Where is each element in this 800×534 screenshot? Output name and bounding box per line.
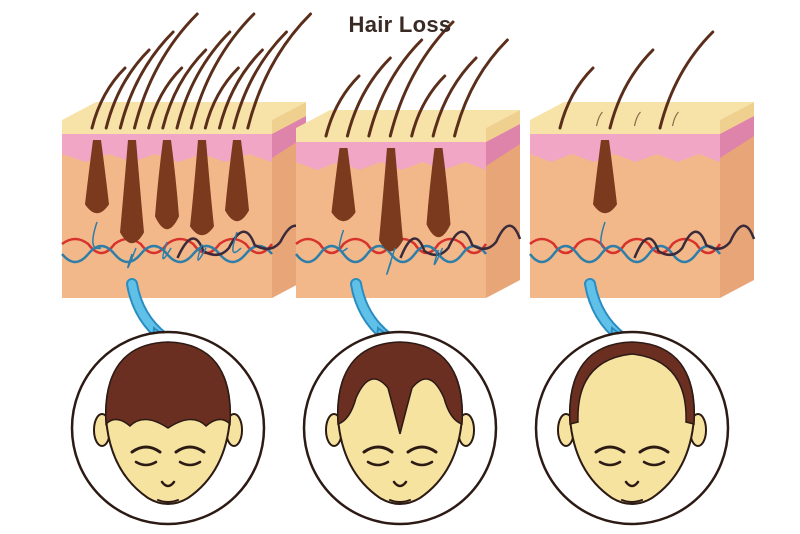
eye-right xyxy=(178,460,202,467)
follicle-vessel xyxy=(433,247,444,266)
chin-line xyxy=(157,499,179,503)
nerve-line xyxy=(399,224,522,259)
hair-strand xyxy=(161,48,208,130)
hair-follicle xyxy=(426,148,451,238)
hair-strand xyxy=(410,74,447,138)
eyebrow-left xyxy=(130,445,162,454)
diagram-title: Hair Loss xyxy=(348,12,452,37)
dermis-layer-side xyxy=(486,124,520,166)
hair-strand xyxy=(90,66,127,130)
stage-2-head-view xyxy=(302,330,498,526)
scalp-top-surface xyxy=(530,102,754,120)
artery-vessel xyxy=(529,237,722,255)
stage-3-head-view xyxy=(534,330,730,526)
stage-1-skin-block xyxy=(61,12,313,352)
eyebrow-right xyxy=(638,445,670,454)
nose xyxy=(624,480,640,488)
eye-right xyxy=(642,460,666,467)
hair-follicle xyxy=(593,140,617,214)
vein-vessel xyxy=(294,244,488,264)
follicle-vessel xyxy=(232,231,242,254)
hair-strand xyxy=(104,48,151,130)
hair-stub xyxy=(633,111,641,127)
dermis-layer-side xyxy=(720,116,754,158)
head-hair xyxy=(105,341,231,429)
hair-strand xyxy=(431,56,478,138)
stage-2-skin-block xyxy=(294,20,522,352)
dermis-layer-front xyxy=(530,134,720,162)
eye-left xyxy=(366,460,390,467)
stage-1-head-view xyxy=(70,330,266,526)
hair-strand xyxy=(453,38,509,138)
hair-strand xyxy=(203,66,240,130)
nerve-line xyxy=(633,224,756,259)
epidermis-side xyxy=(486,110,520,142)
follicle-vessel xyxy=(386,247,396,275)
hair-follicle xyxy=(331,148,356,222)
hair-follicle xyxy=(85,140,109,214)
hair-strand xyxy=(345,56,392,138)
skin-side-face xyxy=(486,124,520,298)
chin-line xyxy=(621,499,643,503)
skin-front-face xyxy=(530,134,720,298)
hair-strand xyxy=(118,30,175,130)
eyebrow-right xyxy=(174,445,206,454)
skin-side-face xyxy=(720,116,754,298)
epidermis-front xyxy=(530,120,720,134)
hair-strand xyxy=(658,30,715,130)
eye-left xyxy=(598,460,622,467)
hair-strand xyxy=(367,38,424,138)
nose xyxy=(160,480,176,488)
eye-right xyxy=(410,460,434,467)
hair-stub xyxy=(671,111,679,127)
hair-follicle xyxy=(155,140,179,230)
hair-strand xyxy=(324,74,361,138)
follicle-vessel xyxy=(162,241,172,260)
stage-3-skin-block xyxy=(528,30,756,352)
eyebrow-right xyxy=(406,445,438,454)
eyebrow-left xyxy=(362,445,394,454)
vein-vessel xyxy=(528,244,722,264)
follicle-vessel xyxy=(127,247,137,269)
head-hair xyxy=(337,341,463,435)
eyebrow-left xyxy=(594,445,626,454)
follicle-vessel xyxy=(338,229,348,253)
hair-strand xyxy=(218,48,264,130)
follicle-vessel xyxy=(197,243,207,261)
chin-line xyxy=(389,499,411,503)
hair-strand xyxy=(175,30,232,130)
nose xyxy=(392,480,408,488)
hair-strand xyxy=(147,66,184,130)
hair-follicle xyxy=(190,140,214,236)
epidermis-side xyxy=(720,102,754,134)
hair-strand xyxy=(189,12,256,130)
hair-follicle xyxy=(225,140,249,222)
hair-strand xyxy=(232,30,288,130)
hair-strand xyxy=(133,12,199,130)
follicle-vessel xyxy=(92,221,102,250)
head-hair xyxy=(569,341,695,425)
epidermis-side xyxy=(272,102,306,134)
hair-follicle xyxy=(379,148,403,252)
hair-strand xyxy=(246,12,313,130)
hair-strand xyxy=(388,20,455,138)
follicle-vessel xyxy=(600,221,610,250)
hair-strand xyxy=(558,66,595,130)
dermis-layer-side xyxy=(272,116,306,158)
hair-stub xyxy=(595,111,603,127)
hair-strand xyxy=(608,48,655,130)
hair-follicle xyxy=(120,140,144,244)
eye-left xyxy=(134,460,158,467)
